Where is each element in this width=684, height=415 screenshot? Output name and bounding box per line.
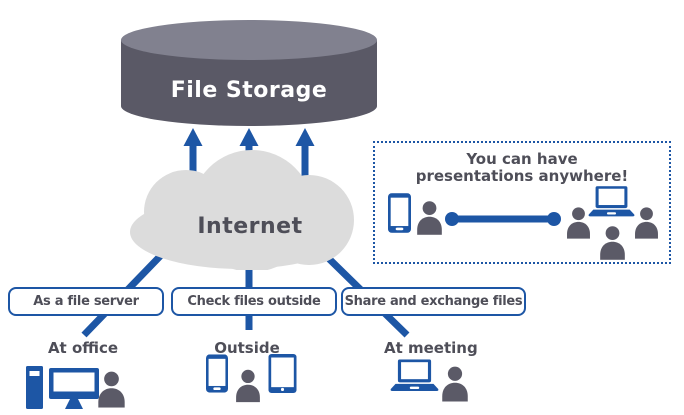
presentation-callout: You can have presentations anywhere!	[373, 141, 671, 264]
usecase-box-share-files: Share and exchange files	[341, 287, 526, 316]
file-storage-cylinder: File Storage	[121, 20, 377, 126]
up-arrow-icon	[295, 128, 315, 182]
usecase-box-file-server: As a file server	[8, 287, 164, 316]
storage-cylinder-icon	[121, 20, 377, 126]
usecase-label: As a file server	[33, 294, 139, 309]
location-label-meeting: At meeting	[384, 339, 478, 357]
smartphone-icon	[388, 193, 411, 233]
file-storage-label: File Storage	[170, 78, 328, 103]
usecase-label: Share and exchange files	[344, 294, 523, 309]
link-line-icon	[445, 212, 561, 226]
usecase-label: Check files outside	[187, 294, 321, 309]
person-icon	[598, 225, 627, 260]
callout-title-line1: You can have	[466, 150, 578, 168]
usecase-box-check-files: Check files outside	[171, 287, 337, 316]
up-arrow-icon	[183, 128, 203, 182]
callout-title: You can have presentations anywhere!	[375, 151, 669, 185]
person-icon	[415, 200, 444, 235]
cloud-icon	[130, 150, 354, 272]
person-icon	[633, 206, 660, 239]
internet-label: Internet	[197, 214, 303, 239]
internet-cloud: Internet	[118, 140, 364, 272]
callout-title-line2: presentations anywhere!	[415, 167, 629, 185]
laptop-icon	[588, 186, 635, 218]
location-label-outside: Outside	[214, 339, 280, 357]
location-label-office: At office	[47, 339, 119, 357]
